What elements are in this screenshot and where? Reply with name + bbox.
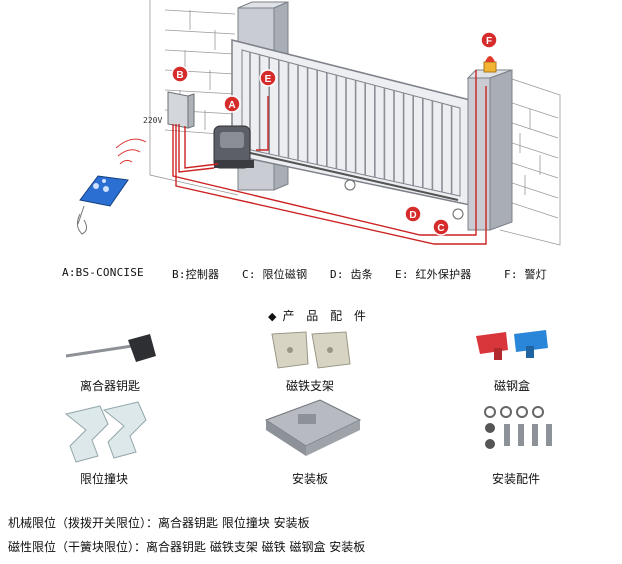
marker-letter: C xyxy=(437,223,444,234)
controller-box xyxy=(167,91,195,129)
legend-item: F: 警灯 xyxy=(504,268,547,281)
parts-heading: ◆ 产 品 配 件 xyxy=(268,307,370,324)
diamond-icon: ◆ xyxy=(268,310,277,323)
part-label-limit-block: 限位撞块 xyxy=(79,472,129,486)
magnetic-limit-note: 磁性限位（干簧块限位）：离合器钥匙 磁铁支架 磁铁 磁钢盒 安装板 xyxy=(8,540,366,554)
limit-block-icon xyxy=(64,401,147,463)
marker-c: C xyxy=(432,218,450,236)
parts-title: 产 品 配 件 xyxy=(282,309,370,323)
right-pillar xyxy=(466,69,513,231)
mechanical-limit-note: 机械限位（拨拨开关限位）：离合器钥匙 限位撞块 安装板 xyxy=(8,516,310,530)
gate-wheel xyxy=(344,179,356,191)
marker-letter: F xyxy=(486,36,492,47)
legend-item: E: 红外保护器 xyxy=(395,268,472,281)
legend-item: D: 齿条 xyxy=(330,268,373,281)
part-label-mounting-plate: 安装板 xyxy=(291,472,329,486)
callout-markers: A B C D E F xyxy=(171,31,498,236)
legend-item: B:控制器 xyxy=(172,268,220,281)
marker-e: E xyxy=(259,69,277,87)
voltage-label: 220V xyxy=(143,116,162,125)
marker-letter: D xyxy=(409,210,416,221)
control-wiring xyxy=(172,70,487,245)
magnet-bracket-icon xyxy=(271,331,351,369)
part-label-magnet-bracket: 磁铁支架 xyxy=(285,379,335,393)
mounting-plate-icon xyxy=(264,399,362,456)
marker-letter: A xyxy=(228,100,235,111)
remote-control xyxy=(76,138,147,235)
marker-letter: B xyxy=(176,70,183,81)
magnet-box-icon xyxy=(476,330,548,360)
marker-f: F xyxy=(480,31,498,49)
legend-item: A:BS-CONCISE xyxy=(62,266,144,279)
part-label-mounting-hardware: 安装配件 xyxy=(491,472,541,486)
marker-a: A xyxy=(223,95,241,113)
gear-rack xyxy=(245,151,459,201)
part-label-magnet-box: 磁钢盒 xyxy=(493,379,531,393)
gate-wheel xyxy=(452,208,464,220)
clutch-key-icon xyxy=(65,334,156,362)
installation-scene: 220V A B C D E F xyxy=(76,0,561,246)
marker-b: B xyxy=(171,65,189,83)
warning-light xyxy=(483,56,497,73)
marker-d: D xyxy=(404,205,422,223)
gate-motor xyxy=(213,125,254,169)
legend-item: C: 限位磁钢 xyxy=(242,268,308,281)
mounting-hardware-icon xyxy=(484,406,552,449)
marker-letter: E xyxy=(265,74,272,85)
part-label-clutch-key: 离合器钥匙 xyxy=(79,379,141,393)
